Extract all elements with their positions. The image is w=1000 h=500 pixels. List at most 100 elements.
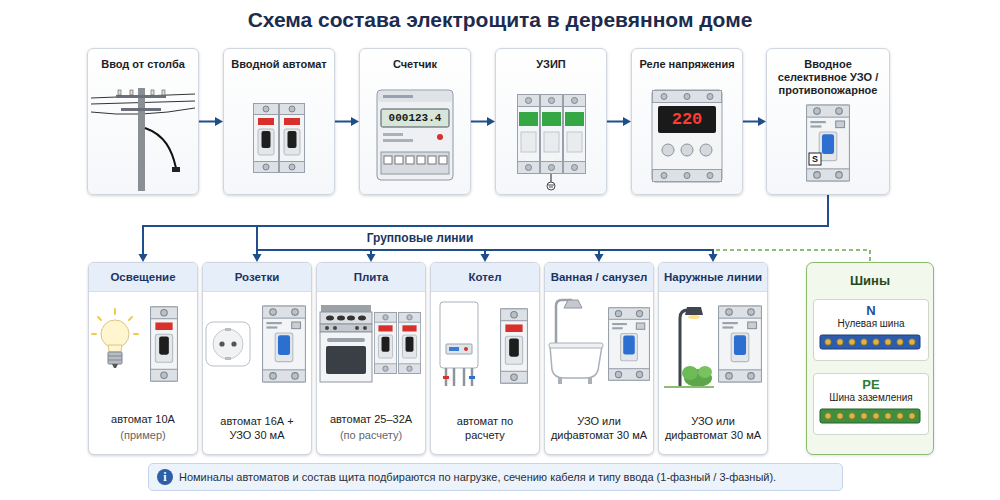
socket-icon [225, 357, 231, 360]
pole-illustration [162, 90, 165, 95]
connector-line [335, 121, 352, 123]
arrow-connector [257, 195, 828, 262]
boiler-icon [440, 302, 527, 386]
spd-illustration [549, 187, 553, 188]
device-title: Ввод от столба [88, 49, 198, 71]
voltage-relay-illustration [684, 173, 690, 179]
street-lamp-icon [664, 306, 761, 387]
voltage-relay-illustration [653, 91, 722, 103]
arrow-head [139, 254, 148, 262]
device-title: УЗИП [496, 49, 606, 71]
bulb-icon [101, 320, 129, 348]
pole-illustration [172, 167, 180, 172]
neutral-busbar-picture [825, 339, 915, 345]
neutral-busbar-picture [820, 335, 920, 349]
earth-busbar-picture [861, 413, 867, 419]
device-title: Счетчик [360, 49, 470, 71]
meter-illustration [384, 156, 392, 164]
bus-caption: Шина заземления [814, 392, 928, 404]
pole-illustration [118, 90, 121, 95]
stove-icon [320, 305, 421, 382]
pole-illustration [145, 128, 176, 168]
voltage-relay-illustration [707, 94, 713, 100]
line-spec: автомат по расчету [431, 414, 539, 442]
line-spec: автомат 25–32А [317, 412, 425, 426]
meter-illustration [381, 152, 449, 174]
arrow-head [215, 117, 223, 126]
bath-icon [588, 378, 592, 384]
meter-illustration [377, 90, 453, 180]
group-line-box: Освещениеавтомат 10А(пример) [88, 262, 198, 455]
bus-caption: Нулевая шина [814, 318, 928, 330]
spd-illustration [518, 95, 540, 174]
earth-busbar-picture [885, 413, 891, 419]
voltage-relay-illustration [707, 173, 713, 179]
stove-icon [321, 305, 371, 312]
street-lamp-icon [682, 366, 698, 380]
input-rcd-illustration [809, 153, 821, 165]
arrow-head [709, 254, 718, 262]
arrow-connector [257, 195, 828, 262]
input-rcd-illustration [807, 105, 850, 181]
selective-mark: S [812, 154, 818, 164]
earth-busbar-picture [849, 413, 855, 419]
arrow-head [595, 254, 604, 262]
arrow-head [758, 117, 766, 126]
earth-busbar-picture [825, 413, 831, 419]
boiler-icon [469, 376, 475, 379]
earth-busbar-picture [897, 413, 903, 419]
socket-icon [225, 328, 231, 331]
line-header: Освещение [89, 263, 197, 292]
boiler-icon [449, 347, 459, 351]
neutral-busbar-picture [820, 335, 920, 349]
bulb-icon [108, 356, 122, 357]
pole-illustration [151, 90, 154, 95]
boiler-icon [464, 347, 468, 351]
connector-line [471, 121, 488, 123]
stove-icon [363, 326, 367, 330]
stove-icon [337, 316, 345, 321]
busbar-box: NНулевая шина [813, 299, 929, 361]
neutral-busbar-picture [909, 339, 915, 345]
boiler-icon [446, 344, 472, 354]
line-spec: автомат 16А + УЗО 30 мА [203, 414, 311, 442]
meter-illustration [377, 90, 453, 180]
arrow-connector [257, 195, 828, 262]
socket-icon [213, 329, 243, 359]
neutral-busbar-picture [837, 339, 843, 345]
voltage-relay-illustration [661, 94, 667, 100]
meter-illustration [437, 134, 443, 140]
pole-illustration [138, 88, 145, 191]
earth-busbar-picture [837, 413, 843, 419]
bus-group-title: Шины [807, 263, 933, 289]
bath-icon [558, 378, 562, 384]
voltage-relay-illustration [653, 170, 722, 182]
street-lamp-icon [688, 315, 700, 319]
bath-icon [564, 300, 582, 308]
bath-icon [550, 346, 602, 378]
arrow-head [367, 254, 376, 262]
line-header: Плита [317, 263, 425, 292]
boiler-icon [440, 302, 478, 368]
arrow-connector [199, 117, 223, 126]
street-lamp-icon [664, 386, 714, 388]
bulb-icon [134, 333, 138, 335]
connector-line [143, 195, 828, 255]
arrow-head [481, 254, 490, 262]
stove-icon [320, 332, 372, 382]
earth-busbar-picture [825, 413, 915, 419]
stove-icon [326, 346, 366, 374]
info-icon [157, 469, 173, 485]
meter-illustration [383, 133, 403, 136]
earth-busbar-picture [909, 413, 915, 419]
boiler-icon [446, 368, 472, 386]
street-lamp-icon [685, 307, 703, 315]
bulb-icon [98, 317, 101, 320]
spd-illustration [548, 185, 554, 186]
arrow-connector [139, 195, 829, 262]
boiler-icon [501, 309, 528, 383]
note-bar: Номиналы автоматов и состав щита подбира… [148, 463, 843, 491]
neutral-busbar-picture [849, 339, 855, 345]
bath-icon [549, 300, 649, 384]
